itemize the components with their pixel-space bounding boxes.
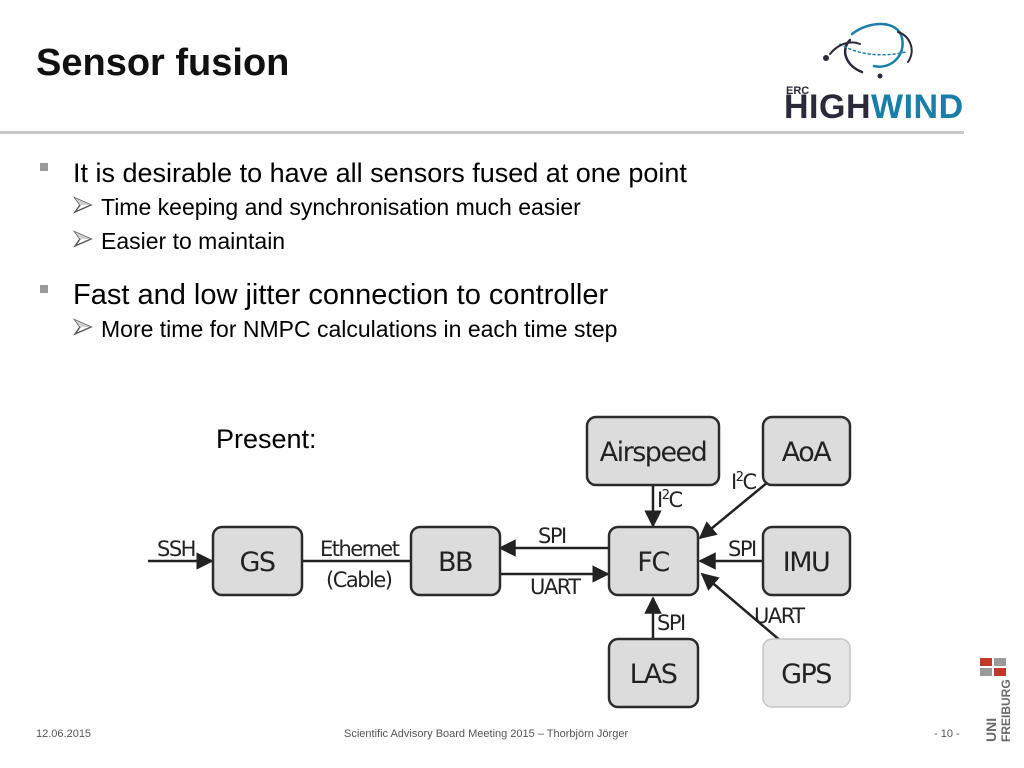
uni-logo-text-freiburg: FREIBURG	[999, 679, 1013, 742]
footer-page-number: - 10 -	[934, 728, 960, 740]
node-gps	[762, 638, 851, 708]
aoa-to-fc-arrow	[698, 481, 769, 540]
slide-title: Sensor fusion	[36, 42, 290, 84]
uni-freiburg-emblem	[980, 658, 1006, 676]
square-bullet-icon	[40, 285, 48, 293]
sub-bullet-text: Easier to maintain	[101, 228, 286, 254]
edge-label-i2c-aoa: I2C	[731, 470, 756, 494]
node-airspeed	[585, 415, 721, 487]
sub-bullet-text: More time for NMPC calculations in each …	[101, 316, 618, 342]
node-fc	[607, 525, 700, 597]
gps-to-fc-arrow	[700, 572, 783, 643]
edge-label-ethernet: Ethernet	[320, 537, 400, 561]
node-airspeed-label: Airspeed	[600, 437, 707, 468]
node-gps-label: GPS	[781, 659, 831, 690]
bullet-text: It is desirable to have all sensors fuse…	[73, 158, 687, 188]
node-gs	[211, 525, 304, 597]
sub-bullet-text: Time keeping and synchronisation much ea…	[101, 194, 581, 220]
edge-label-spi-imu: SPI	[728, 537, 756, 561]
bullet-text: Fast and low jitter connection to contro…	[73, 279, 609, 311]
node-gs-label: GS	[239, 547, 274, 578]
edge-label-uart-gps: UART	[754, 604, 805, 628]
footer-title: Scientific Advisory Board Meeting 2015 –…	[344, 728, 629, 740]
sub-bullet-item: Time keeping and synchronisation much ea…	[36, 190, 796, 224]
bullet-item: It is desirable to have all sensors fuse…	[36, 156, 796, 190]
uni-logo-text-uni: UNI	[983, 718, 999, 742]
edge-label-cable: (Cable)	[326, 568, 392, 592]
sub-bullet-item: Easier to maintain	[36, 224, 796, 258]
arrowhead-bullet-icon	[73, 196, 93, 214]
arrowhead-bullet-icon	[73, 230, 93, 248]
node-imu-label: IMU	[783, 547, 830, 578]
edge-label-spi-las: SPI	[657, 611, 685, 635]
edge-label-i2c-airspeed: I2C	[657, 488, 682, 512]
node-aoa	[761, 415, 852, 487]
node-imu	[761, 525, 852, 597]
bullet-list: It is desirable to have all sensors fuse…	[36, 156, 796, 346]
title-divider	[0, 131, 964, 134]
highwind-logo: ERC HIGHWIND	[784, 22, 964, 124]
logo-prefix: ERC	[786, 85, 809, 97]
diagram-caption: Present:	[216, 424, 317, 454]
logo-emblem	[823, 22, 913, 79]
edge-label-uart-bb: UART	[530, 575, 581, 599]
node-bb-label: BB	[438, 547, 472, 578]
logo-text: HIGHWIND	[784, 88, 964, 124]
node-bb	[409, 525, 502, 597]
edge-label-ssh: SSH	[157, 537, 195, 561]
node-las-label: LAS	[630, 659, 677, 690]
edge-label-spi-bb: SPI	[538, 524, 566, 548]
node-aoa-label: AoA	[782, 437, 833, 468]
footer-date: 12.06.2015	[36, 728, 92, 740]
square-bullet-icon	[40, 163, 48, 171]
node-fc-label: FC	[637, 547, 669, 578]
uni-freiburg-logo: UNI FREIBURG	[980, 658, 1013, 742]
node-las	[607, 637, 700, 709]
sub-bullet-item: More time for NMPC calculations in each …	[36, 312, 796, 346]
bullet-item: Fast and low jitter connection to contro…	[36, 278, 796, 312]
arrowhead-bullet-icon	[73, 318, 93, 336]
